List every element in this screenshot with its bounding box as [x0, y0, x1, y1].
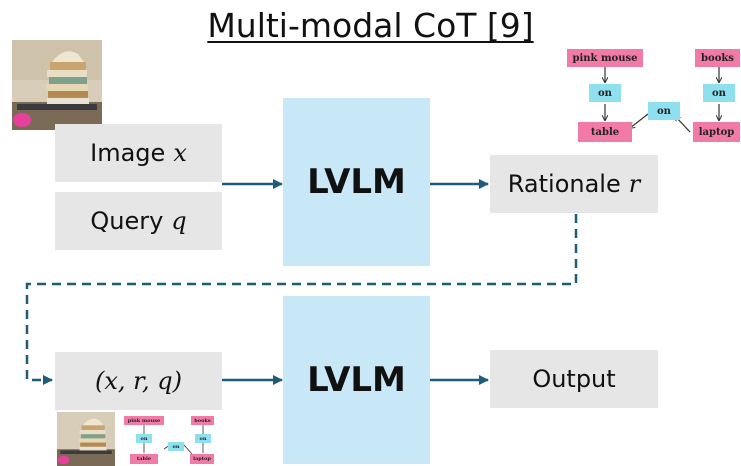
entity-table-small: table [130, 454, 158, 464]
rationale-label: Rationale [507, 170, 621, 198]
output-box: Output [490, 350, 658, 408]
entity-laptop: laptop [693, 122, 740, 142]
entity-table: table [578, 122, 632, 142]
scene-graph-small: pink mouse on table books on laptop on [124, 414, 214, 466]
entity-books: books [695, 49, 740, 67]
query-input-label: Query [90, 207, 164, 235]
photo-books-laptop-small-icon [57, 412, 115, 466]
entity-laptop-small: laptop [190, 454, 214, 464]
output-label: Output [532, 365, 616, 393]
relation-on-2: on [703, 84, 735, 102]
rationale-var: r [628, 170, 641, 198]
arrow-rationale-loop [25, 214, 578, 385]
combined-input-label: (x, r, q) [95, 367, 182, 395]
combined-input-box: (x, r, q) [55, 352, 222, 410]
relation-on-3-small: on [168, 442, 184, 451]
scene-graph-large: pink mouse on table books on laptop on [562, 46, 740, 146]
input-photo-small [57, 412, 115, 466]
diagram-title: Multi-modal CoT [9] [207, 6, 534, 45]
relation-on-2-small: on [195, 434, 211, 443]
relation-on-3: on [648, 102, 680, 120]
entity-pink-mouse: pink mouse [567, 49, 643, 67]
lvlm-block-top: LVLM [283, 98, 430, 266]
photo-books-laptop-icon [12, 40, 102, 130]
query-input-var: q [171, 207, 187, 235]
lvlm-block-bottom: LVLM [283, 296, 430, 464]
relation-on-1-small: on [136, 434, 152, 443]
input-photo [12, 40, 102, 130]
image-input-label: Image [90, 139, 166, 167]
relation-on-1: on [589, 84, 621, 102]
entity-books-small: books [191, 416, 214, 425]
image-input-var: x [173, 139, 187, 167]
entity-pink-mouse-small: pink mouse [124, 416, 164, 425]
